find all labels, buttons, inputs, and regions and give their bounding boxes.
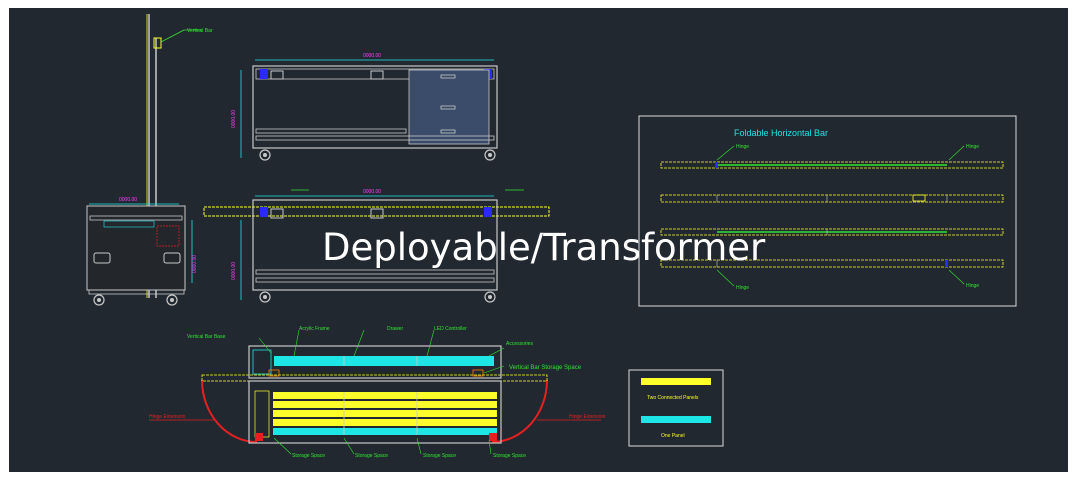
- foldable-title: Foldable Horizontal Bar: [734, 128, 828, 138]
- svg-text:0000.00: 0000.00: [363, 53, 381, 59]
- top-view-label: Vertical Bar Storage Space: [509, 365, 582, 371]
- hinge-label: Hinge: [966, 283, 979, 289]
- svg-text:0000.00: 0000.00: [363, 189, 381, 195]
- legend: Two Connected Panels One Panel: [628, 369, 724, 447]
- top-view: Hinge Extension Hinge Extension Vertical…: [149, 326, 606, 459]
- hinge-label: Hinge: [736, 285, 749, 291]
- legend-label-two-panels: Two Connected Panels: [647, 395, 699, 401]
- foldable-bar-panel: Foldable Horizontal Bar Hinge Hinge Hing…: [638, 115, 1017, 307]
- top-view-label: Accessories: [506, 341, 533, 347]
- cad-drawing: Vertical Bar 0000.00 0000.00 0000.00: [86, 14, 1017, 459]
- storage-label: Storage Space: [493, 453, 526, 459]
- case-side-view: 0000.00 0000.00: [86, 197, 198, 306]
- top-view-label: LED Controller: [434, 326, 467, 332]
- front-view-closed: 0000.00 0000.00: [231, 53, 498, 161]
- top-view-label: Acrylic Frame: [299, 326, 330, 332]
- svg-text:0000.00: 0000.00: [119, 197, 137, 203]
- top-view-label: Drawer: [387, 326, 403, 332]
- pole-label: Vertical Bar: [187, 28, 213, 34]
- cad-drawing-canvas: Vertical Bar 0000.00 0000.00 0000.00: [9, 8, 1068, 472]
- front-view-deployed: 0000.00 0000.00: [203, 189, 550, 303]
- hinge-label: Hinge: [736, 144, 749, 150]
- svg-text:0000.00: 0000.00: [192, 255, 198, 273]
- hinge-label: Hinge: [966, 144, 979, 150]
- overlay-title: Deployable/Transformer: [322, 226, 766, 269]
- storage-label: Storage Space: [292, 453, 325, 459]
- legend-label-one-panel: One Panel: [661, 433, 685, 439]
- hinge-extension-label: Hinge Extension: [569, 414, 606, 420]
- storage-label: Storage Space: [355, 453, 388, 459]
- svg-text:0000.00: 0000.00: [231, 110, 237, 128]
- svg-text:0000.00: 0000.00: [231, 262, 237, 280]
- hinge-extension-label: Hinge Extension: [149, 414, 186, 420]
- top-view-label: Vertical Bar Base: [187, 334, 226, 340]
- storage-label: Storage Space: [423, 453, 456, 459]
